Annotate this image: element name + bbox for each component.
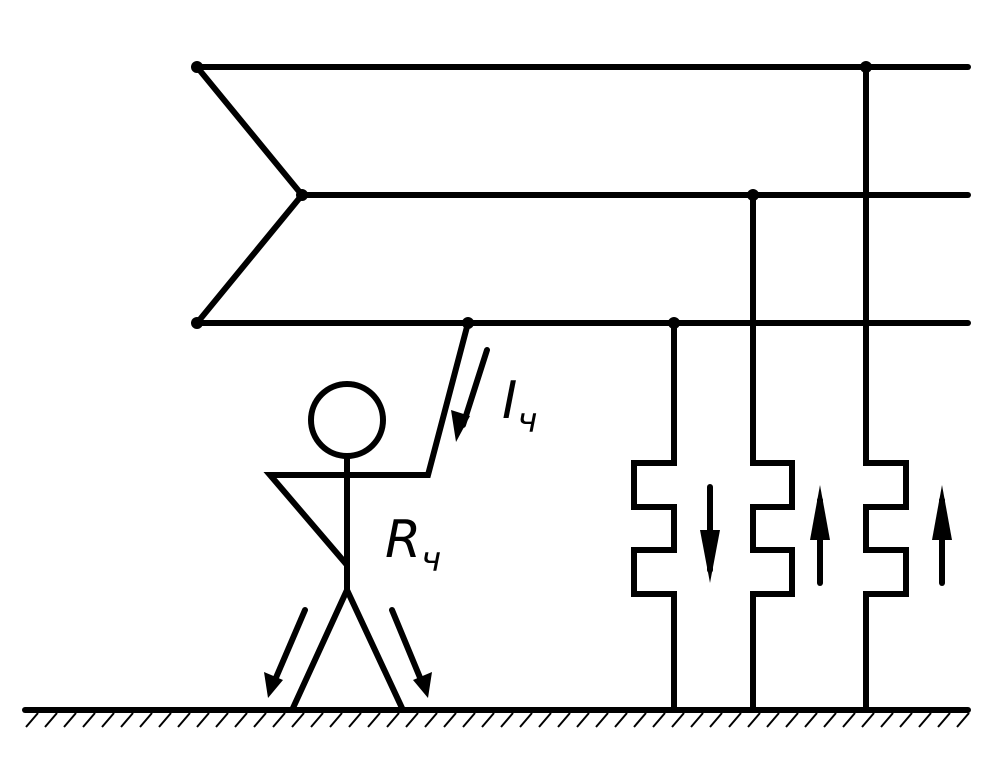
hatch-mark [861, 712, 875, 728]
impedance-phase-2 [750, 192, 795, 713]
hatch-mark [158, 712, 172, 728]
hatch-mark [595, 712, 609, 728]
hatch-mark [633, 712, 647, 728]
current-label: Iч [502, 371, 537, 441]
insulation-impedances [631, 64, 909, 713]
hatch-mark [785, 712, 799, 728]
hatch-mark [747, 712, 761, 728]
node [191, 61, 203, 73]
hatch-mark [177, 712, 191, 728]
impedance-phase-3 [631, 320, 677, 713]
hatch-mark [291, 712, 305, 728]
hatch-mark [405, 712, 419, 728]
node [296, 189, 308, 201]
hatch-mark [348, 712, 362, 728]
arrow-down-icon [700, 484, 720, 583]
hatch-mark [500, 712, 514, 728]
hatch-mark [766, 712, 780, 728]
hatch-mark [44, 712, 58, 728]
hatch-mark [519, 712, 533, 728]
hatch-mark [690, 712, 704, 728]
ground [22, 707, 971, 728]
person-head [308, 381, 386, 459]
current-arrows [264, 347, 952, 698]
node [191, 317, 203, 329]
hatch-mark [329, 712, 343, 728]
person-arm [263, 320, 471, 568]
person-legs [290, 582, 405, 711]
hatch-mark [481, 712, 495, 728]
phase-wires [194, 64, 971, 326]
hatch-mark [557, 712, 571, 728]
hatch-mark [671, 712, 685, 728]
hatch-mark [728, 712, 742, 728]
hatch-mark [25, 712, 39, 728]
source-chevron [194, 64, 306, 326]
ground-hatching [25, 712, 970, 728]
hatch-mark [367, 712, 381, 728]
hatch-mark [63, 712, 77, 728]
hatch-mark [120, 712, 134, 728]
hatch-mark [215, 712, 229, 728]
hatch-mark [880, 712, 894, 728]
hatch-mark [310, 712, 324, 728]
hatch-mark [709, 712, 723, 728]
person-figure [263, 320, 471, 711]
hatch-mark [196, 712, 210, 728]
hatch-mark [956, 712, 970, 728]
hatch-mark [823, 712, 837, 728]
hatch-mark [576, 712, 590, 728]
hatch-mark [842, 712, 856, 728]
arrow-up-icon [810, 485, 830, 586]
hatch-mark [538, 712, 552, 728]
hatch-mark [443, 712, 457, 728]
hatch-mark [234, 712, 248, 728]
arrow-body-current-icon [451, 347, 490, 442]
hatch-mark [424, 712, 438, 728]
hatch-mark [462, 712, 476, 728]
hatch-mark [139, 712, 153, 728]
hatch-mark [82, 712, 96, 728]
resistance-label: Rч [385, 510, 441, 580]
hatch-mark [253, 712, 267, 728]
hatch-mark [899, 712, 913, 728]
hatch-mark [272, 712, 286, 728]
hatch-mark [652, 712, 666, 728]
arrow-up-icon [932, 485, 952, 586]
hatch-mark [101, 712, 115, 728]
hatch-mark [386, 712, 400, 728]
arrow-left-leg-icon [264, 607, 308, 698]
hatch-mark [937, 712, 951, 728]
hatch-mark [918, 712, 932, 728]
arrow-right-leg-icon [389, 607, 432, 698]
hatch-mark [804, 712, 818, 728]
impedance-phase-1 [863, 64, 909, 713]
hatch-mark [614, 712, 628, 728]
